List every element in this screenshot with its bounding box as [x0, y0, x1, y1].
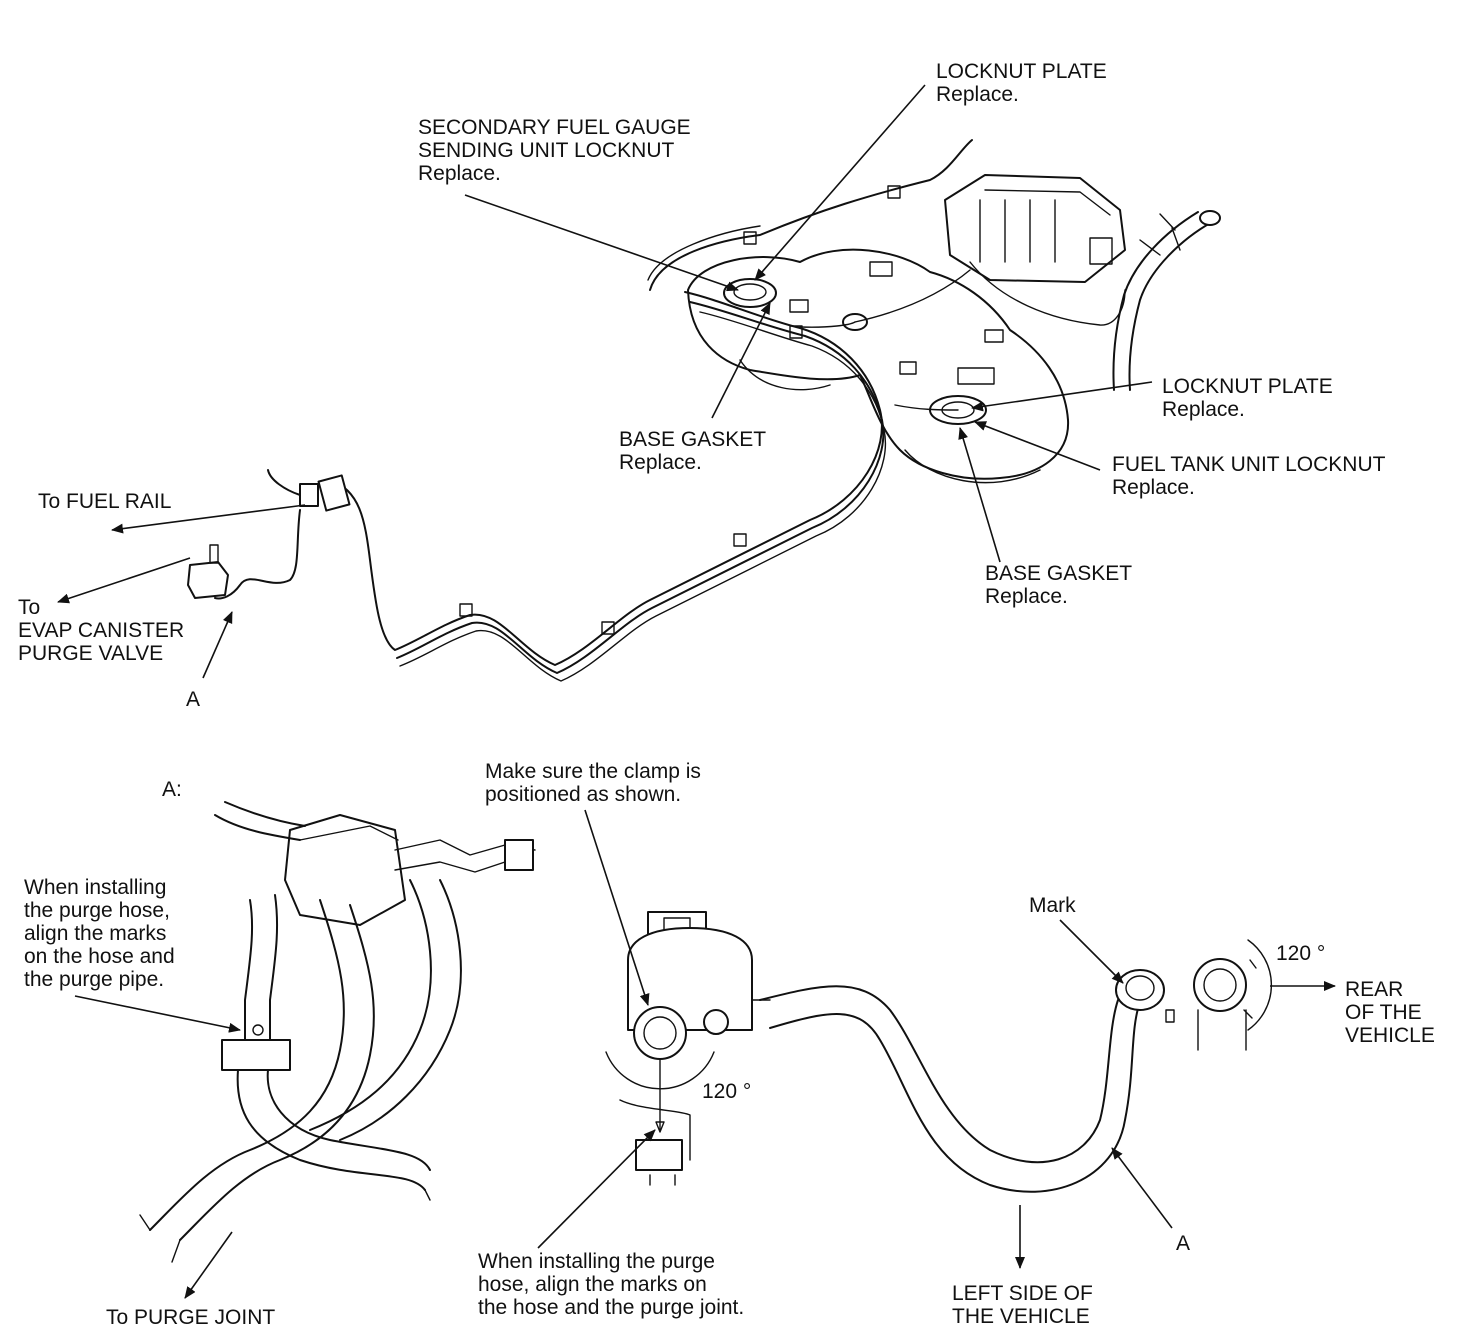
filler-neck [1112, 210, 1221, 391]
label-purge-hose-pipe-note-line-3: align the marks [24, 922, 167, 945]
leader-purge-joint-note [537, 1129, 656, 1249]
secondary-sending-unit [723, 278, 777, 308]
label-to-evap-line-2: EVAP CANISTER [18, 619, 185, 642]
label-locknut-plate-top-line-1: LOCKNUT PLATE [936, 60, 1107, 83]
arrow-to-fuel-rail [111, 504, 306, 534]
label-mark-line-1: Mark [1029, 894, 1076, 917]
detail-a-left [139, 801, 536, 1263]
label-clamp-note-line-1: Make sure the clamp is [485, 760, 701, 783]
label-locknut-plate-right-line-1: LOCKNUT PLATE [1162, 375, 1333, 398]
label-a-bottom: A [1176, 1232, 1190, 1255]
leader-a-bottom [1111, 1147, 1173, 1229]
front-connectors [187, 469, 351, 600]
label-angle-left-line-1: 120 ° [702, 1080, 752, 1103]
leader-clamp-note [584, 809, 650, 1006]
leader-mark [1059, 919, 1124, 984]
label-to-evap-line-1: To [18, 596, 41, 619]
label-locknut-plate-top-line-2: Replace. [936, 83, 1019, 106]
label-a-top-line-1: A [186, 688, 201, 711]
label-angle-right-line-1: 120 ° [1276, 942, 1326, 965]
vent-line [647, 139, 973, 291]
leader-a-top [202, 611, 233, 679]
evap-canister [944, 174, 1126, 283]
label-to-fuel-rail-line-1: To FUEL RAIL [38, 490, 172, 513]
label-to-evap-line-3: PURGE VALVE [18, 642, 164, 665]
label-a-top: A [186, 688, 200, 711]
label-to-fuel-rail: To FUEL RAIL [38, 490, 171, 513]
label-to-purge-joint-line-1: To PURGE JOINT [106, 1306, 276, 1329]
label-clamp-note-line-2: positioned as shown. [485, 783, 682, 806]
arrow-to-evap [57, 557, 191, 604]
leader-locknut-plate-top [754, 84, 926, 281]
label-rear-of-vehicle-line-2: OF THE [1345, 1001, 1422, 1024]
label-base-gasket-right-line-2: Replace. [985, 585, 1068, 608]
label-purge-hose-pipe-note-line-4: on the hose and [24, 945, 175, 968]
label-mark: Mark [1029, 894, 1076, 917]
leader-purge-hose-pipe [74, 995, 241, 1033]
label-rear-of-vehicle-line-3: VEHICLE [1345, 1024, 1435, 1047]
label-purge-hose-pipe-note-line-2: the purge hose, [24, 899, 170, 922]
label-a-detail-line-1: A: [162, 778, 182, 801]
label-angle-left: 120 ° [702, 1080, 751, 1103]
label-purge-joint-note-line-1: When installing the purge [478, 1250, 715, 1273]
leader-base-gasket-left [711, 302, 771, 419]
leader-fuel-tank-unit-locknut [974, 421, 1101, 471]
label-base-gasket-left-line-2: Replace. [619, 451, 702, 474]
arrow-to-purge-joint [184, 1231, 233, 1299]
fuel-lines [329, 261, 1126, 682]
label-secondary-locknut-line-1: SECONDARY FUEL GAUGE [418, 116, 691, 139]
label-secondary-locknut-line-3: Replace. [418, 162, 501, 185]
detail-a-right [605, 911, 1273, 1193]
label-base-gasket-right-line-1: BASE GASKET [985, 562, 1133, 585]
label-fuel-tank-unit-locknut-line-1: FUEL TANK UNIT LOCKNUT [1112, 453, 1386, 476]
label-base-gasket-left-line-1: BASE GASKET [619, 428, 767, 451]
label-to-purge-joint: To PURGE JOINT [106, 1306, 275, 1329]
label-purge-hose-pipe-note-line-5: the purge pipe. [24, 968, 165, 991]
label-secondary-locknut-line-2: SENDING UNIT LOCKNUT [418, 139, 675, 162]
label-a-bottom-line-1: A [1176, 1232, 1191, 1255]
label-left-side-of-vehicle-line-2: THE VEHICLE [952, 1305, 1090, 1328]
label-rear-of-vehicle-line-1: REAR [1345, 978, 1404, 1001]
label-fuel-tank-unit-locknut-line-2: Replace. [1112, 476, 1195, 499]
label-purge-joint-note-line-3: the hose and the purge joint. [478, 1296, 745, 1319]
label-left-side-of-vehicle-line-1: LEFT SIDE OF [952, 1282, 1093, 1305]
label-purge-joint-note-line-2: hose, align the marks on [478, 1273, 707, 1296]
label-angle-right: 120 ° [1276, 942, 1325, 965]
leader-locknut-plate-right [971, 381, 1153, 412]
leader-secondary-locknut [464, 194, 739, 292]
label-locknut-plate-right-line-2: Replace. [1162, 398, 1245, 421]
label-purge-hose-pipe-note-line-1: When installing [24, 876, 167, 899]
leader-base-gasket-right [958, 427, 1001, 563]
label-a-detail: A: [162, 778, 182, 801]
